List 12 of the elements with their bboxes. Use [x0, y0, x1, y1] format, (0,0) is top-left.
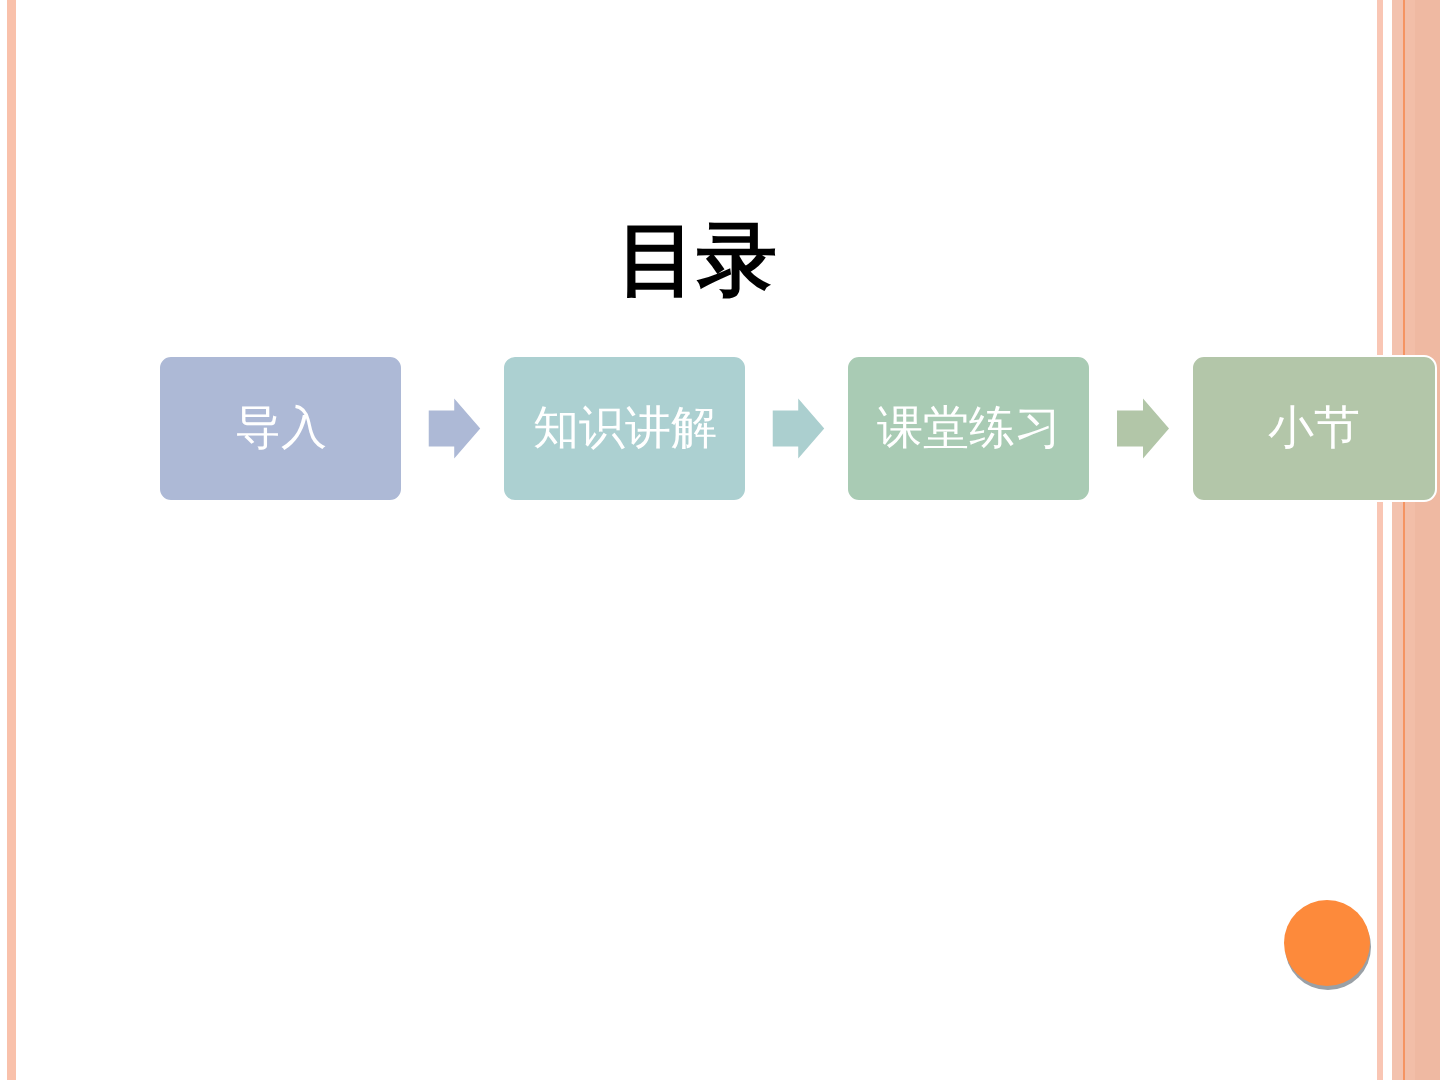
- process-box: [846, 355, 1091, 502]
- process-box: [1191, 355, 1437, 502]
- box-label: 导入: [234, 403, 327, 454]
- box-label: 课堂练习: [876, 403, 1061, 454]
- process-box: [502, 355, 747, 502]
- box-label: 知识讲解: [532, 403, 717, 454]
- process-box: [158, 355, 403, 502]
- block-arrow: [772, 398, 825, 459]
- box-label: 小节: [1268, 403, 1360, 454]
- block-arrow: [1117, 398, 1169, 459]
- block-arrow: [428, 398, 481, 459]
- title: 目录: [616, 216, 778, 304]
